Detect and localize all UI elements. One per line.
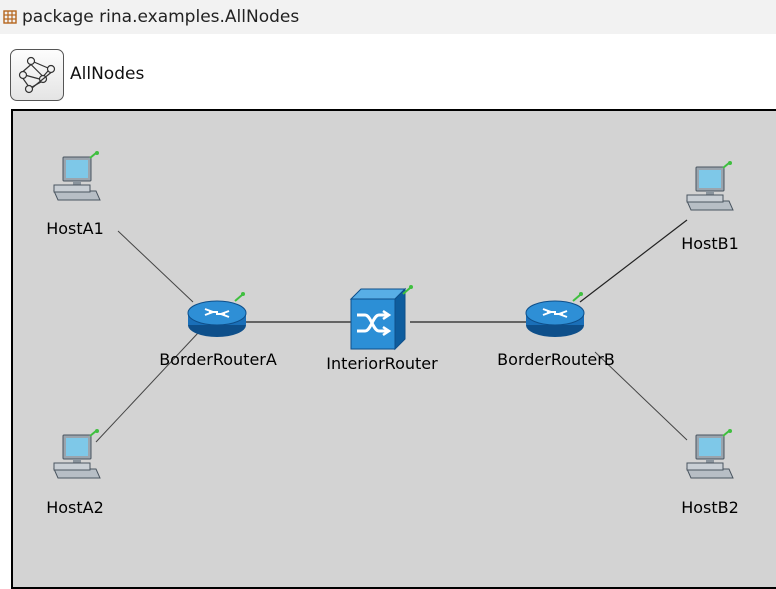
node-label-hostB2: HostB2 xyxy=(681,498,739,517)
node-label-borderRouterB: BorderRouterB xyxy=(497,350,615,369)
network-canvas: HostA1 HostA2 BorderRouterA xyxy=(11,109,776,589)
network-title: AllNodes xyxy=(70,64,145,84)
package-icon xyxy=(3,10,17,24)
node-label-hostB1: HostB1 xyxy=(681,234,739,253)
node-hostB2[interactable] xyxy=(683,429,741,489)
router-icon xyxy=(187,292,247,337)
node-label-hostA1: HostA1 xyxy=(46,219,104,238)
node-borderRouterA[interactable] xyxy=(185,291,255,343)
package-name: package rina.examples.AllNodes xyxy=(22,7,300,27)
host-computer-icon xyxy=(53,429,101,479)
link-hostA1-borderRouterA[interactable] xyxy=(117,230,194,303)
host-computer-icon xyxy=(53,151,101,201)
host-computer-icon xyxy=(686,429,734,479)
node-hostA1[interactable] xyxy=(50,151,108,211)
node-label-hostA2: HostA2 xyxy=(46,498,104,517)
node-label-interiorRouter: InteriorRouter xyxy=(326,354,438,373)
network-icon xyxy=(18,56,56,94)
link-borderRouterB-hostB1[interactable] xyxy=(579,219,688,303)
node-label-borderRouterA: BorderRouterA xyxy=(159,350,277,369)
host-computer-icon xyxy=(686,161,734,211)
node-hostB1[interactable] xyxy=(683,161,741,221)
node-hostA2[interactable] xyxy=(50,429,108,489)
switch-icon xyxy=(349,285,413,351)
connections-layer xyxy=(95,219,688,443)
package-bar: package rina.examples.AllNodes xyxy=(0,0,776,34)
network-header: AllNodes xyxy=(10,48,144,102)
node-interiorRouter[interactable] xyxy=(347,285,417,353)
link-borderRouterB-hostB2[interactable] xyxy=(594,351,688,441)
node-borderRouterB[interactable] xyxy=(523,291,593,343)
router-icon xyxy=(525,292,585,337)
link-hostA2-borderRouterA[interactable] xyxy=(95,332,199,443)
network-icon-button[interactable] xyxy=(10,49,64,101)
